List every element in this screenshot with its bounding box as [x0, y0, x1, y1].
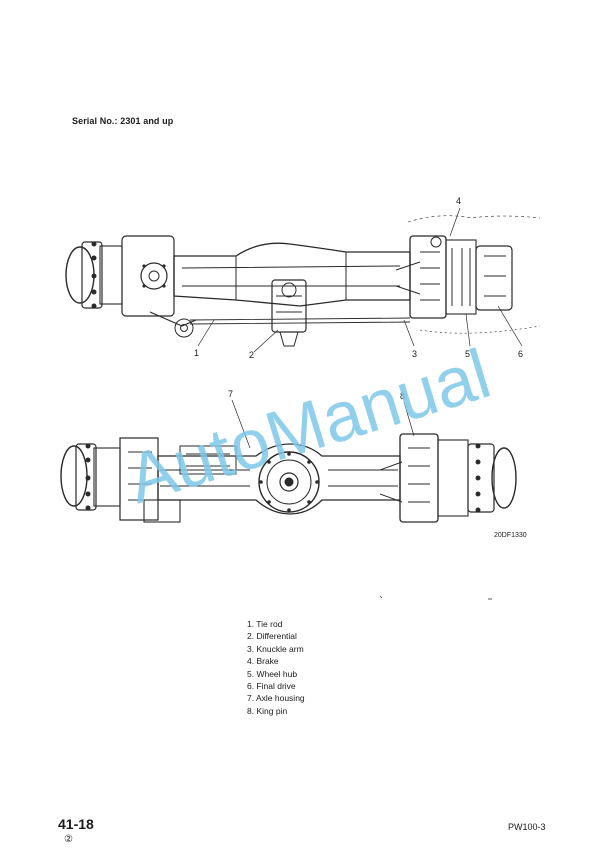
callout-3: 3: [412, 349, 418, 359]
page-number: 41-18: [58, 816, 94, 832]
upper-axle-view: [65, 215, 541, 347]
callout-6: 6: [518, 349, 524, 359]
lower-axle-view: [60, 433, 517, 523]
legend-item: 2. Differential: [247, 631, 297, 642]
callout-5: 5: [465, 349, 471, 359]
model-code: PW100-3: [508, 822, 546, 832]
callout-4: 4: [456, 196, 462, 206]
legend-item: 1. Tie rod: [247, 619, 283, 629]
callout-8: 8: [400, 391, 406, 401]
legend-item: 5. Wheel hub: [247, 668, 298, 679]
serial-number-heading: Serial No.: 2301 and up: [72, 116, 174, 126]
legend-item: 7. Axle housing: [247, 693, 305, 704]
callout-1: 1: [194, 348, 200, 358]
parts-legend: 1. Tie rod 2. Differential 3. Knuckle ar…: [247, 618, 305, 717]
figure-code: 20DF1330: [494, 532, 527, 539]
legend-item: 4. Brake: [247, 656, 279, 667]
legend-item: 6. Final drive: [247, 681, 296, 692]
callout-2: 2: [249, 350, 255, 360]
callout-7: 7: [228, 389, 234, 399]
legend-item: 8. King pin: [247, 705, 288, 716]
legend-item: 3. Knuckle arm: [247, 643, 304, 654]
revision-mark: ②: [64, 834, 73, 845]
